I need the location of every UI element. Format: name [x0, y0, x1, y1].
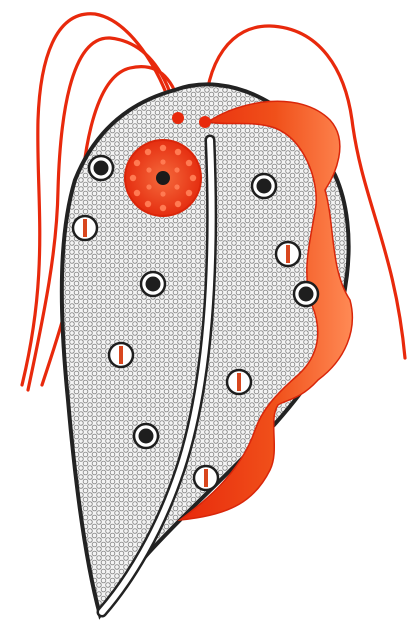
nucleolus — [156, 171, 170, 185]
dark-granule-icon — [141, 272, 165, 296]
dark-granule-icon — [294, 282, 318, 306]
striped-granule-icon — [73, 216, 97, 240]
nucleus — [125, 140, 201, 216]
striped-granule-icon — [109, 343, 133, 367]
dark-granule-icon — [89, 156, 113, 180]
striped-granule-icon — [227, 370, 251, 394]
dark-granule-icon — [134, 424, 158, 448]
dark-granule-icon — [252, 174, 276, 198]
striped-granule-icon — [276, 242, 300, 266]
striped-granule-icon — [194, 466, 218, 490]
